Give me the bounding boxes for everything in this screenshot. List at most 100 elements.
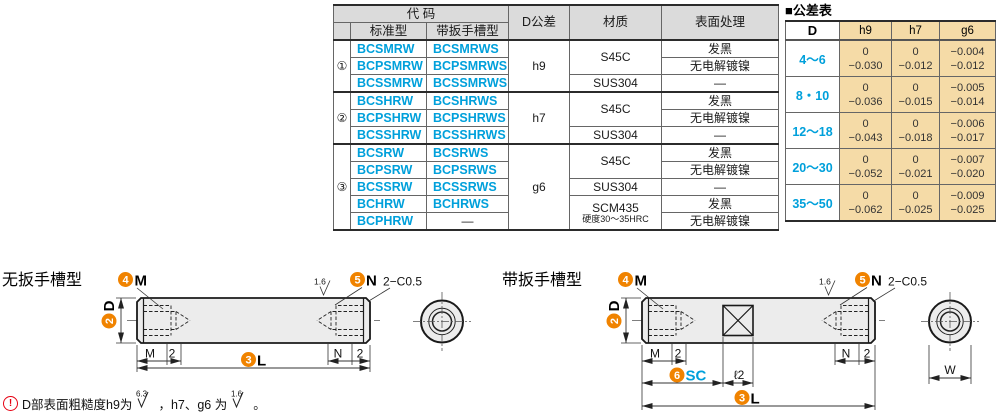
- part-code-with-slot[interactable]: BCPSMRWS: [426, 57, 509, 75]
- table-row: BCHRW BCHRWS SCM435 硬度30～35HRC 发黑: [334, 195, 779, 231]
- h7-value: 0−0.018: [891, 112, 940, 149]
- part-code-standard[interactable]: BCHRW: [350, 195, 427, 213]
- dim-n-depth: N 2: [834, 344, 875, 365]
- part-code-with-slot[interactable]: BCPSRWS: [426, 161, 509, 179]
- right-thread-hidden-lines: [821, 305, 869, 336]
- part-code-with-slot[interactable]: BCSRWS: [426, 143, 509, 162]
- part-code-standard[interactable]: BCPSMRW: [350, 57, 427, 75]
- h7-value: 0−0.015: [891, 76, 940, 113]
- left-thread-hidden-lines: [648, 305, 696, 336]
- surface-value: 发黑: [661, 39, 779, 58]
- group-number: ②: [333, 91, 351, 145]
- surface-value: 无电解镀镍: [661, 161, 779, 179]
- svg-text:1.6: 1.6: [231, 390, 243, 399]
- g6-value: −0.007−0.020: [939, 148, 996, 185]
- part-code-with-slot[interactable]: BCSSRWS: [426, 178, 509, 196]
- h9-value: 0−0.030: [839, 39, 892, 77]
- part-code-standard[interactable]: BCSSHRW: [350, 126, 427, 145]
- table-row: ② BCSHRW BCSHRWS h7 S45C 发黑: [333, 91, 779, 145]
- roughness-symbol: 1.6: [314, 277, 331, 297]
- badge-5-icon: [855, 272, 870, 287]
- tolerance-row: 4～6 0−0.030 0−0.012 −0.004−0.012: [785, 39, 996, 77]
- svg-text:2: 2: [169, 347, 176, 361]
- table-row: BCSSRW BCSSRWS SUS304 —: [334, 178, 779, 196]
- svg-text:ℓ2: ℓ2: [734, 368, 745, 382]
- svg-text:5: 5: [354, 274, 360, 286]
- tol-header-d: D: [785, 20, 840, 41]
- end-view: [413, 292, 471, 351]
- chamfer-note: 2−C0.5: [872, 275, 927, 302]
- svg-text:W: W: [944, 363, 956, 377]
- header-code: 代 码: [333, 4, 509, 23]
- dim-m-depth: M 2: [137, 344, 182, 365]
- h9-value: 0−0.062: [839, 184, 892, 222]
- callout-n: 5 N: [334, 272, 377, 306]
- surface-value: 无电解镀镍: [661, 57, 779, 75]
- warning-icon: !: [3, 395, 18, 411]
- table-row: BCSSHRW BCSSHRWS SUS304 —: [334, 126, 779, 145]
- surface-value: 发黑: [661, 143, 779, 162]
- material-value: SUS304: [569, 178, 662, 196]
- tolerance-row: 8・10 0−0.036 0−0.015 −0.005−0.014: [785, 76, 996, 113]
- part-code-with-slot[interactable]: BCSHRWS: [426, 91, 509, 110]
- part-code-standard[interactable]: BCSHRW: [350, 91, 427, 110]
- h7-value: 0−0.012: [891, 39, 940, 77]
- pin-body: [136, 297, 371, 344]
- material-hardness-note: 硬度30～35HRC: [582, 213, 649, 224]
- part-code-standard[interactable]: BCSMRW: [350, 39, 427, 58]
- table-row: ③ BCSRW BCSRWS g6 S45C 发黑: [333, 143, 779, 231]
- table-header-row-1: 代 码 D公差 材质 表面处理: [333, 4, 779, 41]
- part-code-with-slot[interactable]: BCPSHRWS: [426, 109, 509, 127]
- dim-m-depth: M 2: [642, 344, 687, 365]
- part-code-standard[interactable]: BCSRW: [350, 143, 427, 162]
- part-code-with-slot[interactable]: BCSSMRWS: [426, 74, 509, 93]
- svg-text:1.6: 1.6: [819, 277, 831, 287]
- h7-value: 0−0.021: [891, 148, 940, 185]
- tol-header-h9: h9: [839, 20, 892, 41]
- roughness-symbol: 1.6: [819, 277, 836, 297]
- dim-d: 2 D: [101, 297, 136, 344]
- svg-text:N: N: [334, 347, 343, 361]
- tolerance-table-section: ■公差表 D h9 h7 g6 4～6 0−0.030 0−0.012 −0.0…: [785, 3, 996, 222]
- part-code-table: 代 码 D公差 材质 表面处理 标准型 带扳手槽型 ① BCSMRW BCSMR…: [333, 4, 779, 231]
- dim-label-2D: 2 D: [606, 300, 623, 329]
- drawing-title: 无扳手槽型: [2, 270, 82, 289]
- surface-value: 无电解镀镍: [661, 109, 779, 127]
- part-code-with-slot[interactable]: BCSSHRWS: [426, 126, 509, 145]
- part-code-with-slot[interactable]: BCHRWS: [426, 195, 509, 213]
- svg-text:D: D: [606, 300, 623, 311]
- group-number: ①: [333, 39, 351, 93]
- badge-6-icon: [669, 367, 685, 383]
- part-code-standard[interactable]: BCSSRW: [350, 178, 427, 196]
- part-code-with-slot-empty: —: [426, 212, 509, 231]
- svg-text:L: L: [751, 391, 760, 408]
- dim-l: 3 L: [642, 345, 876, 410]
- badge-5-icon: [350, 272, 365, 287]
- footnote-text-2: ，h7、g6 为: [158, 397, 228, 412]
- d-tolerance-value: h7: [508, 91, 570, 145]
- g6-value: −0.009−0.025: [939, 184, 996, 222]
- tol-header-g6: g6: [939, 20, 996, 41]
- badge-2-icon: [606, 313, 622, 329]
- right-thread-hidden-lines: [316, 305, 364, 336]
- part-code-standard[interactable]: BCPHRW: [350, 212, 427, 231]
- dim-w: W: [928, 345, 972, 384]
- g6-value: −0.004−0.012: [939, 39, 996, 77]
- surface-value: 发黑: [661, 91, 779, 110]
- roughness-symbol-1-6: 1.6: [231, 390, 244, 409]
- dim-sc: 6 SC: [641, 337, 724, 410]
- h9-value: 0−0.043: [839, 112, 892, 149]
- header-d-tolerance: D公差: [508, 4, 570, 41]
- end-view: W: [921, 292, 979, 384]
- svg-text:2: 2: [675, 347, 682, 361]
- svg-text:3: 3: [245, 354, 251, 366]
- part-code-standard[interactable]: BCSSMRW: [350, 74, 427, 93]
- material-value: SUS304: [569, 126, 662, 145]
- part-code-standard[interactable]: BCPSRW: [350, 161, 427, 179]
- callout-m: 4 M: [118, 272, 164, 310]
- dim-n-depth: N 2: [327, 344, 370, 365]
- badge-4-icon: [618, 272, 633, 287]
- part-code-with-slot[interactable]: BCSMRWS: [426, 39, 509, 58]
- part-code-standard[interactable]: BCPSHRW: [350, 109, 427, 127]
- dim-l2: ℓ2: [723, 337, 754, 387]
